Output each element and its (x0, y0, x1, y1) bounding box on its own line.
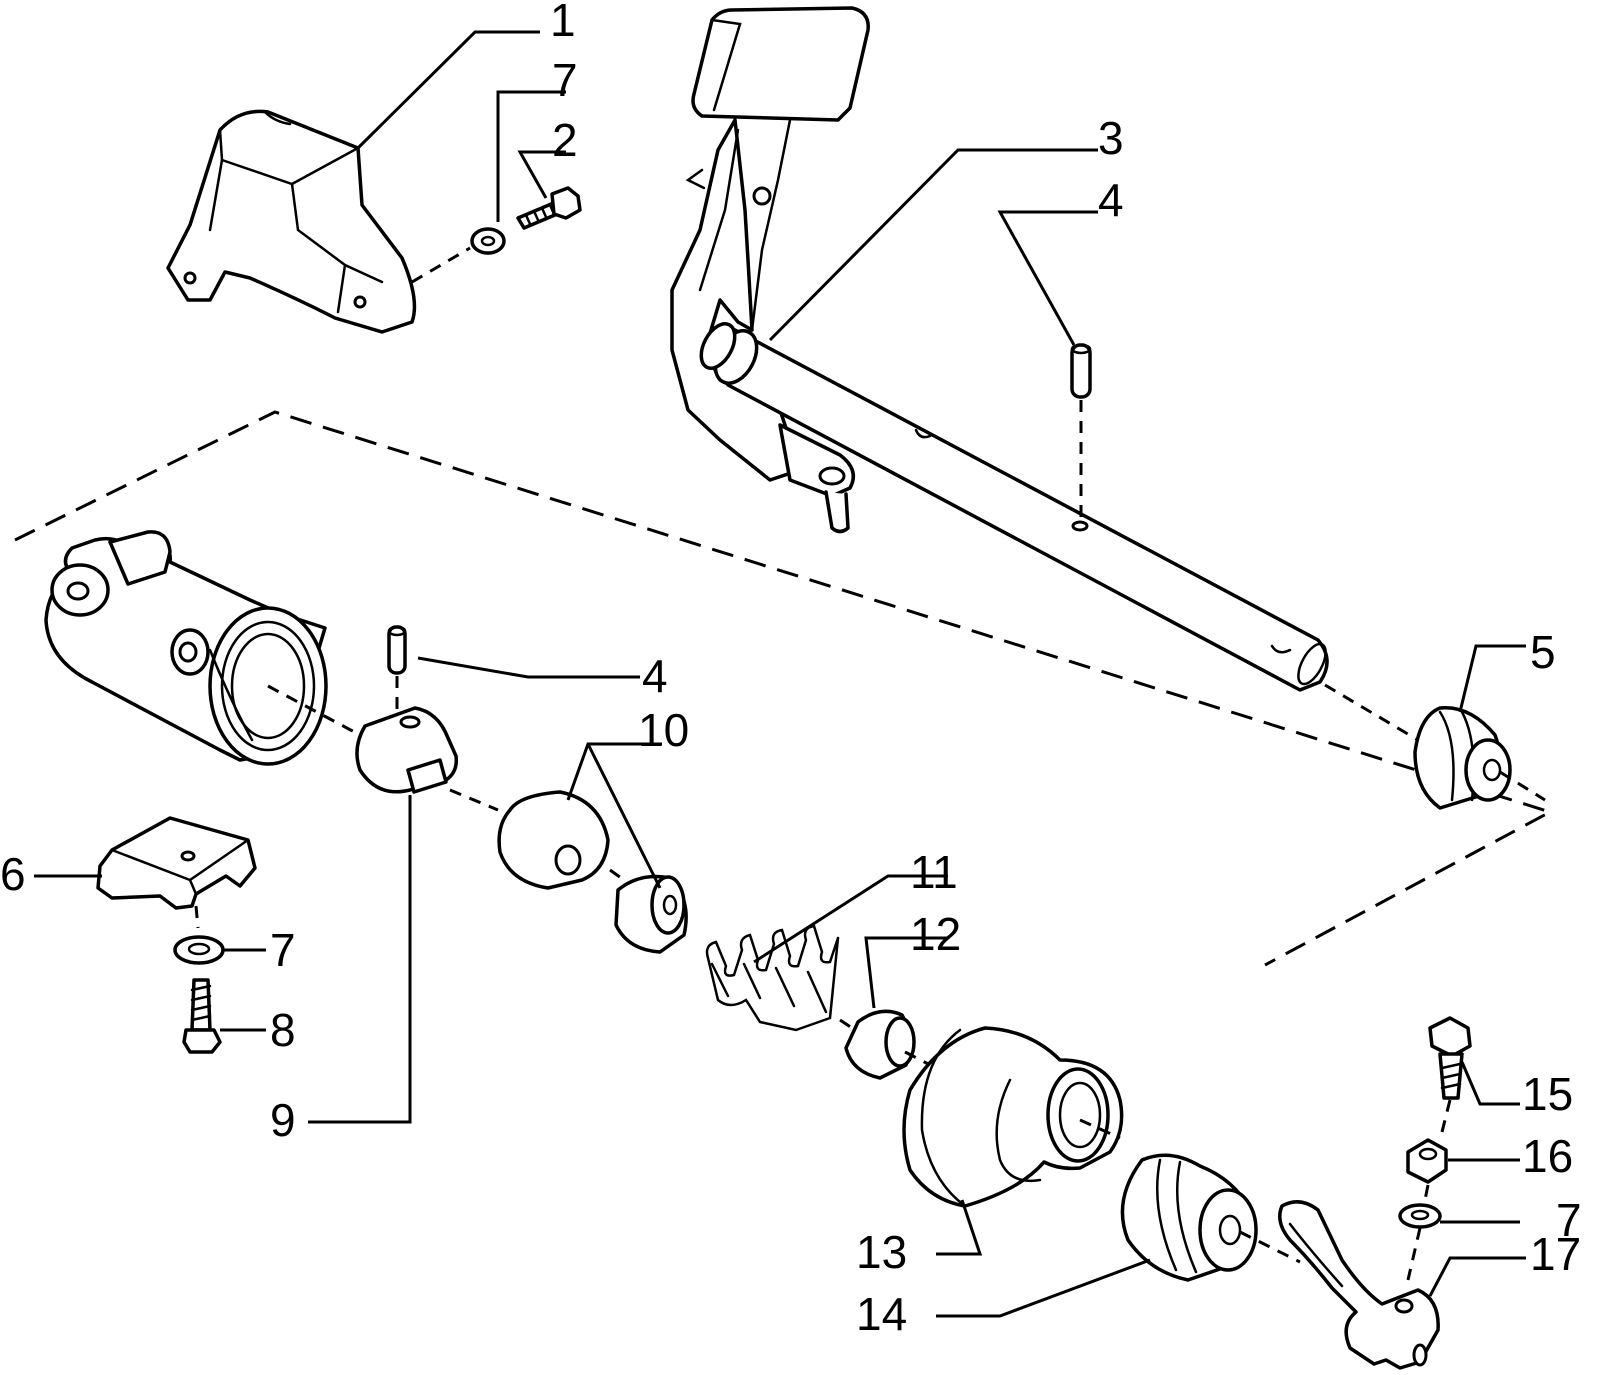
callout-2: 2 (552, 114, 578, 166)
callout-3: 3 (1098, 112, 1124, 164)
part-8-screw (182, 978, 222, 1054)
part-6-clamp-plate (96, 816, 257, 910)
axis-line-clamp (194, 905, 200, 929)
axis-line-cylinder (267, 684, 361, 737)
axis-line-nut (1423, 1184, 1430, 1201)
part-1-bracket (166, 109, 417, 334)
callout-9: 9 (270, 1094, 296, 1146)
axis-line-housing (1079, 1118, 1121, 1140)
callout-17: 17 (1530, 1228, 1581, 1280)
part-10-piston-cup (614, 874, 688, 954)
callout-7: 7 (1556, 1194, 1582, 1246)
part-4-roll-pin-top (1070, 343, 1092, 399)
callout-1: 1 (550, 0, 576, 46)
callout-12: 12 (910, 908, 961, 960)
axis-line-spring (839, 1018, 853, 1030)
axis-line-bracket (411, 246, 471, 284)
part-master-cylinder (44, 530, 328, 766)
part-7-lock-washer-top (470, 227, 506, 255)
callout-4: 4 (1098, 174, 1124, 226)
part-15-bolt (1428, 1016, 1472, 1100)
callout-6: 6 (0, 848, 26, 900)
part-14-cap (1120, 1153, 1258, 1282)
callout-7: 7 (552, 54, 578, 106)
axis-line-washer (1406, 1227, 1422, 1281)
assembly-boundary (14, 410, 1554, 967)
callout-4: 4 (642, 650, 668, 702)
leader-lines (34, 30, 1526, 1318)
callout-16: 16 (1522, 1130, 1573, 1182)
part-3-pedal-shaft (670, 6, 1329, 692)
callout-5: 5 (1530, 626, 1556, 678)
part-7-lock-washer-right (1398, 1203, 1442, 1229)
part-17-lever-clevis (1278, 1200, 1440, 1370)
axis-line-bushing-end (1499, 770, 1546, 802)
callout-7: 7 (270, 924, 296, 976)
axis-line-bolt (1438, 1099, 1452, 1141)
part-9-clevis (355, 706, 459, 794)
callout-labels: 1 7 2 3 4 5 4 10 6 11 12 7 8 9 15 16 7 1… (0, 0, 1582, 1340)
callout-8: 8 (270, 1004, 296, 1056)
part-13-housing (902, 1026, 1124, 1208)
part-2-screw (516, 186, 582, 230)
axis-line-bushing (1324, 683, 1419, 742)
callout-10: 10 (638, 704, 689, 756)
part-7-lock-washer-left (173, 935, 225, 965)
axis-line-clevis (449, 788, 499, 812)
part-5-bushing (1413, 705, 1512, 810)
callout-13: 13 (856, 1226, 907, 1278)
axis-line-piston (609, 868, 625, 882)
part-4-roll-pin-lower (387, 625, 407, 675)
callout-11: 11 (910, 846, 958, 898)
part-12-seal (844, 1009, 916, 1080)
part-10-piston (497, 790, 610, 890)
axis-line-cap (1239, 1230, 1301, 1264)
callout-15: 15 (1522, 1068, 1573, 1120)
part-16-nut (1406, 1138, 1448, 1184)
part-11-spring (705, 924, 840, 1032)
callout-14: 14 (856, 1288, 907, 1340)
